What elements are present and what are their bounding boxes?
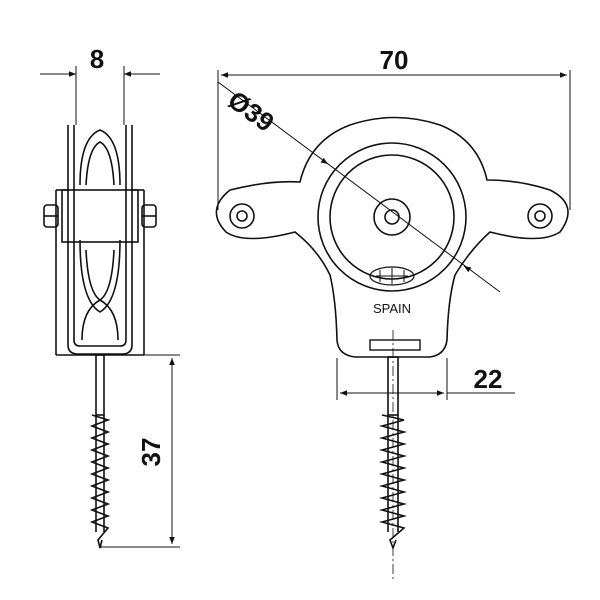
pulley-hub <box>373 198 411 236</box>
spain-marking: SPAIN <box>373 301 411 316</box>
mounting-plate <box>215 116 569 358</box>
mount-hole-right <box>527 203 553 229</box>
dim-39-line <box>217 81 501 293</box>
bracket-inner <box>73 125 127 347</box>
base-block <box>369 339 421 351</box>
side-screw-shank <box>95 354 105 416</box>
dim-label-37: 37 <box>136 438 166 467</box>
dim-label-22: 22 <box>474 364 503 394</box>
bracket-frame <box>67 125 133 355</box>
wheel-groove-bottom <box>79 239 121 313</box>
pulley-wheel-inner <box>329 154 455 280</box>
side-view <box>40 66 180 549</box>
front-screw-thread <box>378 414 408 551</box>
front-view <box>215 70 571 582</box>
brand-logo <box>369 266 415 286</box>
mount-hole-left <box>229 203 255 229</box>
wheel-groove-top <box>79 129 121 186</box>
side-screw-thread <box>89 414 111 549</box>
dim-label-39: Ø39 <box>222 85 279 138</box>
pulley-wheel-outer <box>317 142 467 292</box>
dim-label-8: 8 <box>90 44 104 74</box>
dim-label-70: 70 <box>380 45 409 75</box>
axle-hub <box>61 189 139 243</box>
